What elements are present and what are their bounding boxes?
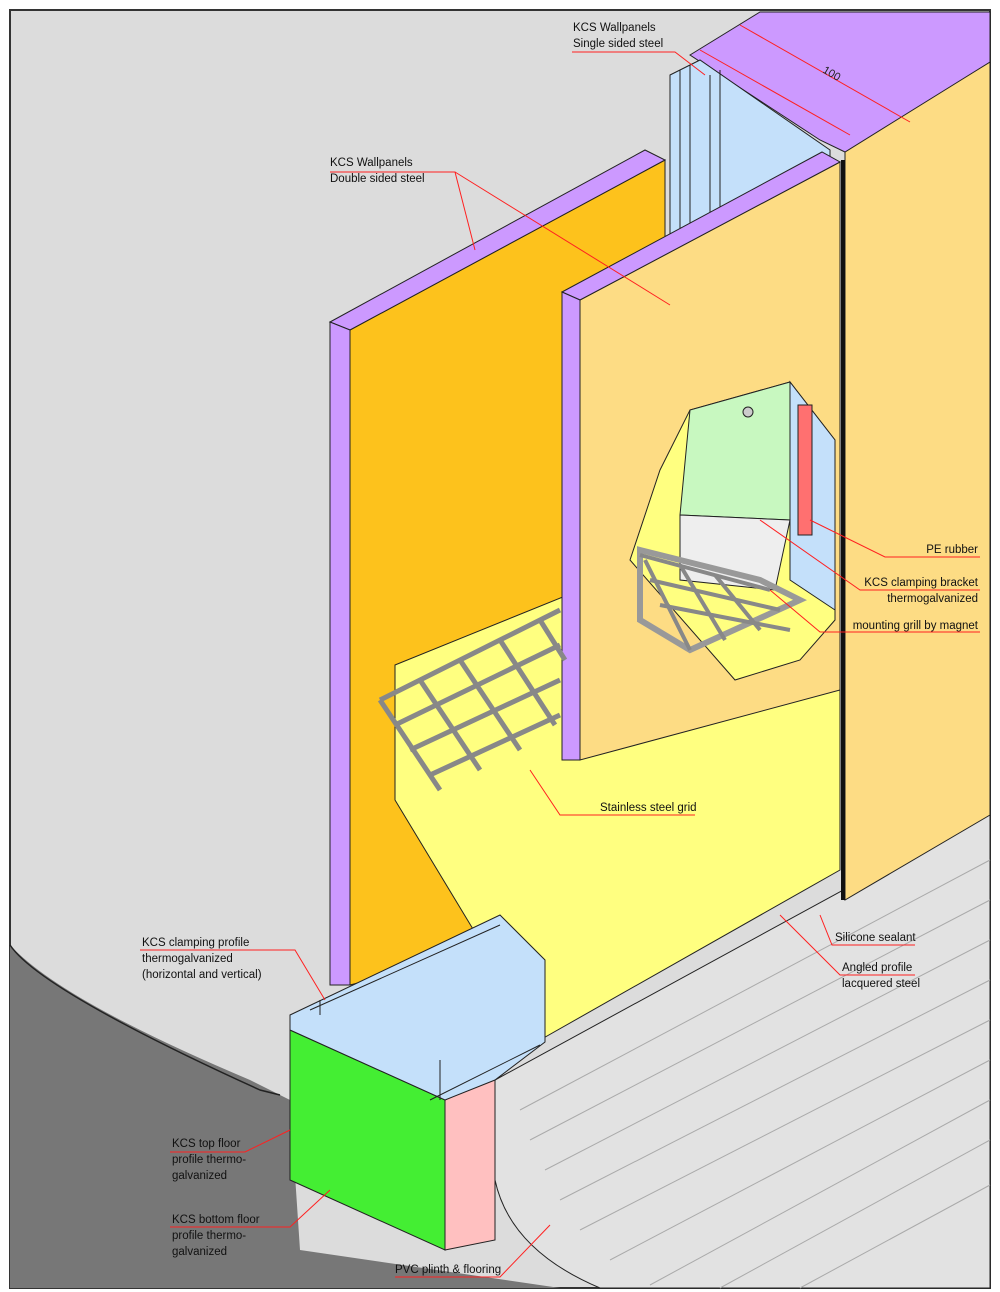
stainless-steel-grid bbox=[377, 607, 568, 792]
floor-hatch bbox=[519, 859, 991, 1289]
pe-rubber bbox=[797, 404, 813, 536]
right-wall-panel bbox=[844, 61, 991, 901]
label-pvc: PVC plinth & flooring bbox=[395, 1264, 502, 1276]
label-silicone: Silicone sealant bbox=[835, 932, 916, 944]
dark-floor bbox=[10, 945, 560, 1288]
clamping-profile bbox=[289, 914, 546, 1101]
label-steel-grid: Stainless steel grid bbox=[600, 802, 697, 814]
leader-lines bbox=[140, 51, 980, 1278]
plinth-side bbox=[444, 1077, 496, 1251]
label-mounting-grill: mounting grill by magnet bbox=[852, 620, 978, 632]
mounting-grill bbox=[637, 546, 807, 654]
double-panel-edge bbox=[329, 321, 351, 986]
label-pe-rubber: PE rubber bbox=[926, 544, 978, 556]
pvc-flooring bbox=[494, 809, 991, 1289]
